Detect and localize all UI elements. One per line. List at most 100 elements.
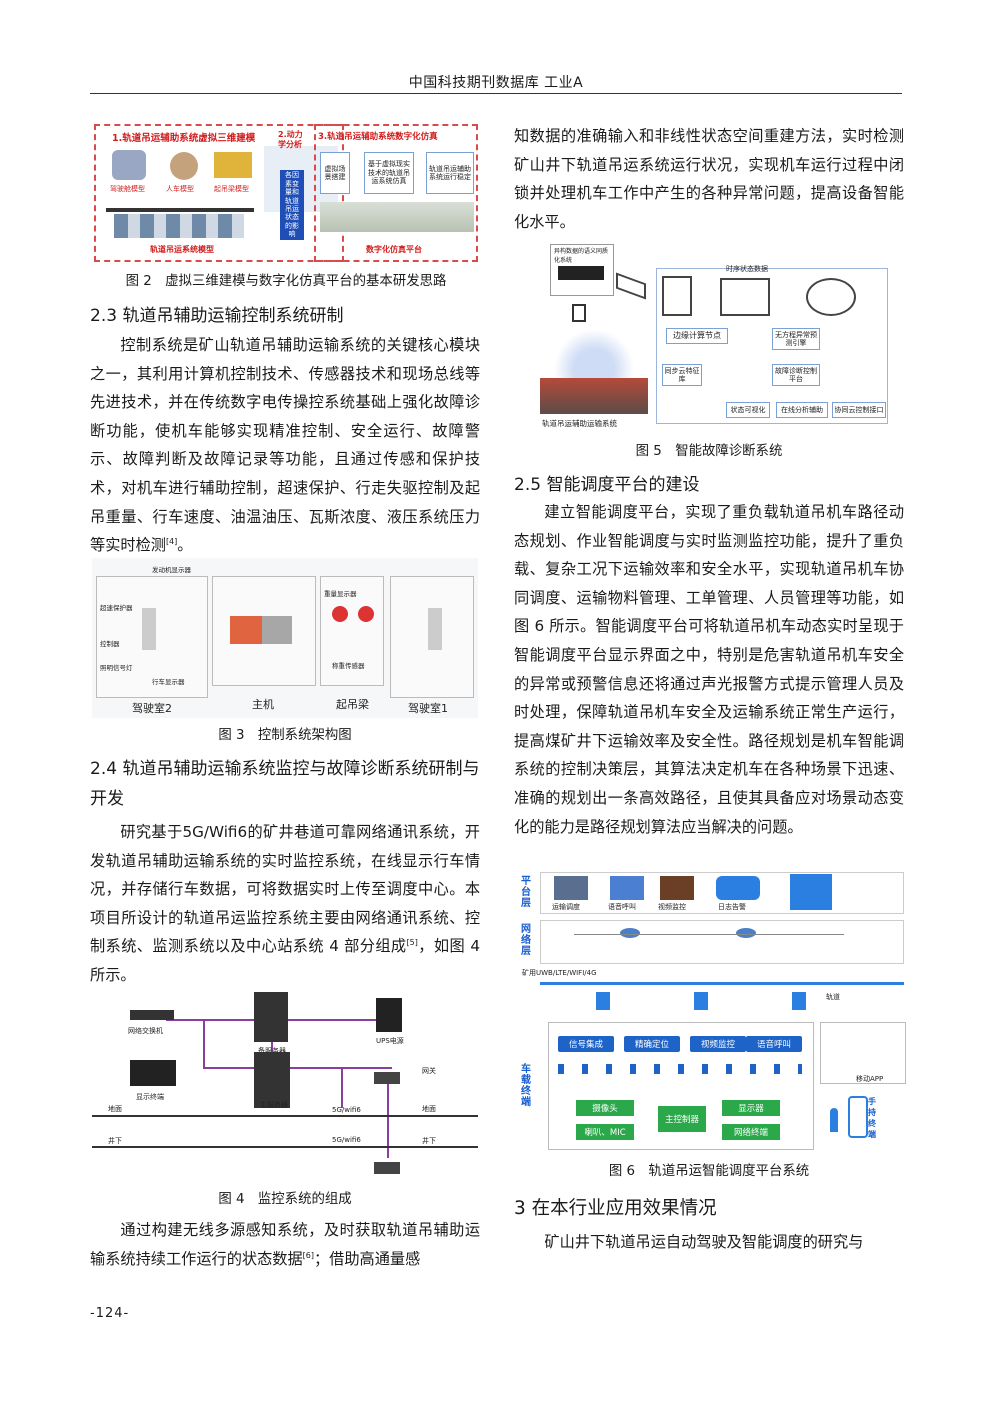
fig4-label: UPS电源 <box>376 1037 404 1045</box>
fig6-device: 显示器 <box>722 1100 780 1116</box>
person-model-image <box>170 152 198 180</box>
train-icon <box>792 992 806 1010</box>
fig4-label: 网络交换机 <box>128 1027 163 1035</box>
display-terminal-image <box>130 1060 176 1086</box>
section-2-4-paragraph: 研究基于5G/Wifi6的矿井巷道可靠网络通讯系统，开发轨道吊辅助运输系统的实时… <box>90 818 480 990</box>
joystick-image <box>142 608 156 650</box>
fig5-box: 故障诊断控制平台 <box>772 364 820 386</box>
fig4-label: 主服务器 <box>260 1101 288 1109</box>
right-arrow-icon <box>616 272 646 300</box>
section-3-heading: 3 在本行业应用效果情况 <box>514 1198 717 1219</box>
fig6-layer-label: 车载终端 <box>521 1064 531 1108</box>
fig2-mid-title: 2.动力学分析 <box>278 130 303 149</box>
paragraph-text: 通过构建无线多源感知系统，及时获取轨道吊辅助运输系统持续工作运行的状态数据 <box>90 1221 480 1268</box>
section-2-3-paragraph: 控制系统是矿山轨道吊辅助运输系统的关键核心模块之一，其利用计算机控制技术、传感器… <box>90 331 480 560</box>
fig3-small-label: 超速保护器 <box>100 604 133 612</box>
down-arrows <box>558 1064 802 1074</box>
data-doc-icon <box>662 276 692 316</box>
router-icon <box>736 928 756 938</box>
figure-2: 1.轨道吊运辅助系统虚拟三维建模 驾驶舱模型 人车模型 起吊梁模型 轨道吊运系统… <box>92 122 480 266</box>
fig6-device: 网络终端 <box>722 1124 780 1140</box>
fig3-small-label: 重量显示器 <box>324 590 357 598</box>
search-icon <box>806 278 856 316</box>
fig6-app-label: 移动APP <box>856 1075 884 1083</box>
paragraph-text-end: 。 <box>177 536 193 555</box>
figure-5: 异构数据的语义同质化系统 轨道吊运辅助运输系统 时序状态数据 边缘计算节点 无方… <box>536 238 888 434</box>
fig6-function: 信号集成 <box>558 1036 614 1052</box>
figure-4: 网络交换机 备服务器 UPS电源 显示终端 主服务器 网关 地面 地面 5G/w… <box>92 988 478 1184</box>
ups-image <box>376 998 402 1032</box>
figure-6-caption: 图 6 轨道吊运智能调度平台系统 <box>608 1164 810 1179</box>
fig2-model-label: 驾驶舱模型 <box>110 185 145 193</box>
switch-image <box>130 1010 174 1020</box>
fig6-device: 喇叭、MIC <box>576 1124 634 1140</box>
up-arrow-icon <box>572 304 586 322</box>
fig2-sim-box: 基于虚拟现实技术的轨道吊运系统仿真 <box>364 152 414 194</box>
underground-line <box>92 1146 478 1148</box>
citation: [5] <box>406 938 418 948</box>
backup-server-image <box>254 992 288 1042</box>
fig6-track-label: 轨道 <box>826 993 840 1001</box>
fig3-small-label: 控制器 <box>100 640 120 648</box>
paragraph-text-end: ；借助高通量感 <box>313 1249 421 1268</box>
fig2-mid-box: 各因素变量和轨道吊运状态的影响 <box>280 170 304 240</box>
fig3-small-label: 称重传感器 <box>332 662 365 670</box>
paragraph-text: 研究基于5G/Wifi6的矿井巷道可靠网络通讯系统，开发轨道吊辅助运输系统的实时… <box>90 823 480 956</box>
gateway-image <box>374 1072 400 1084</box>
rail-image <box>106 208 254 212</box>
figure-5-caption: 图 5 智能故障诊断系统 <box>635 444 783 459</box>
weight-display-image <box>332 606 348 622</box>
fig6-platform-item: 日志告警 <box>718 903 746 911</box>
journal-title: 中国科技期刊数据库 工业A <box>408 75 584 91</box>
beam-model-image <box>214 152 252 178</box>
citation: [4] <box>165 537 178 547</box>
vehicle-terminal-panel <box>548 1022 814 1150</box>
figure-6: 平台层 网络层 车载终端 手持终端 运输调度 语音呼叫 视频监控 日志告警 矿用… <box>514 868 912 1154</box>
train-icon <box>596 992 610 1010</box>
router-icon <box>620 928 640 938</box>
network-layer <box>540 920 904 964</box>
cab-model-image <box>112 150 146 180</box>
fig3-section-label: 驾驶室2 <box>132 702 172 715</box>
fig4-label: 显示终端 <box>136 1093 164 1101</box>
fig6-device: 主控制器 <box>658 1106 706 1132</box>
fig6-platform-item: 运输调度 <box>552 903 580 911</box>
paragraph-text-end: ，如图 4 所示。 <box>90 937 480 984</box>
fig2-platform-label: 数字化仿真平台 <box>366 245 422 254</box>
paragraph-text: 控制系统是矿山轨道吊辅助运输系统的关键核心模块之一，其利用计算机控制技术、传感器… <box>90 336 480 555</box>
figure-4-caption: 图 4 监控系统的组成 <box>218 1192 352 1207</box>
fig5-box: 状态可视化 <box>726 402 770 418</box>
app-panel <box>820 1022 906 1084</box>
platform-screen-image <box>554 876 588 900</box>
controller-image <box>262 616 292 644</box>
fig2-sim-box: 轨道吊运辅助系统运行稳定 <box>426 152 474 194</box>
fig2-model-label: 人车模型 <box>166 185 194 193</box>
fig5-box: 同步云特征库 <box>662 364 702 386</box>
platform-screen-image <box>610 876 644 900</box>
fig5-box: 在线分析辅助 <box>776 402 828 418</box>
figure-3: 超速保护器 控制器 照明信号灯 发动机显示器 行车显示器 重量显示器 称重传感器… <box>92 558 478 718</box>
fig6-layer-label: 网络层 <box>521 924 531 957</box>
fig6-device: 摄像头 <box>576 1100 634 1116</box>
fig5-box: 协同云控制接口 <box>832 402 886 418</box>
fig6-function: 精确定位 <box>624 1036 680 1052</box>
beam-panel <box>320 576 384 686</box>
train-icon <box>694 992 708 1010</box>
fig3-section-label: 主机 <box>252 698 274 711</box>
running-header: 中国科技期刊数据库 工业A <box>90 66 902 94</box>
host-unit-image <box>230 616 264 644</box>
joystick-image <box>428 608 442 650</box>
page-number: -124- <box>90 1306 130 1321</box>
fig6-function: 视频监控 <box>690 1036 746 1052</box>
server-cluster-image <box>790 874 832 910</box>
fig5-label: 时序状态数据 <box>726 265 768 273</box>
fig6-network-line-label: 矿用UWB/LTE/WIFI/4G <box>522 969 597 977</box>
chart-icon <box>720 278 770 316</box>
fig4-label: 井下 <box>108 1137 122 1145</box>
citation: [6] <box>302 1250 314 1260</box>
fig6-platform-item: 视频监控 <box>658 903 686 911</box>
fig3-small-label: 照明信号灯 <box>100 664 133 672</box>
fig2-right-panel <box>314 124 478 262</box>
section-2-4-heading: 2.4 轨道吊辅助运输系统监控与故障诊断系统研制与开发 <box>90 759 480 809</box>
section-2-3-heading: 2.3 轨道吊辅助运输控制系统研制 <box>90 306 344 326</box>
